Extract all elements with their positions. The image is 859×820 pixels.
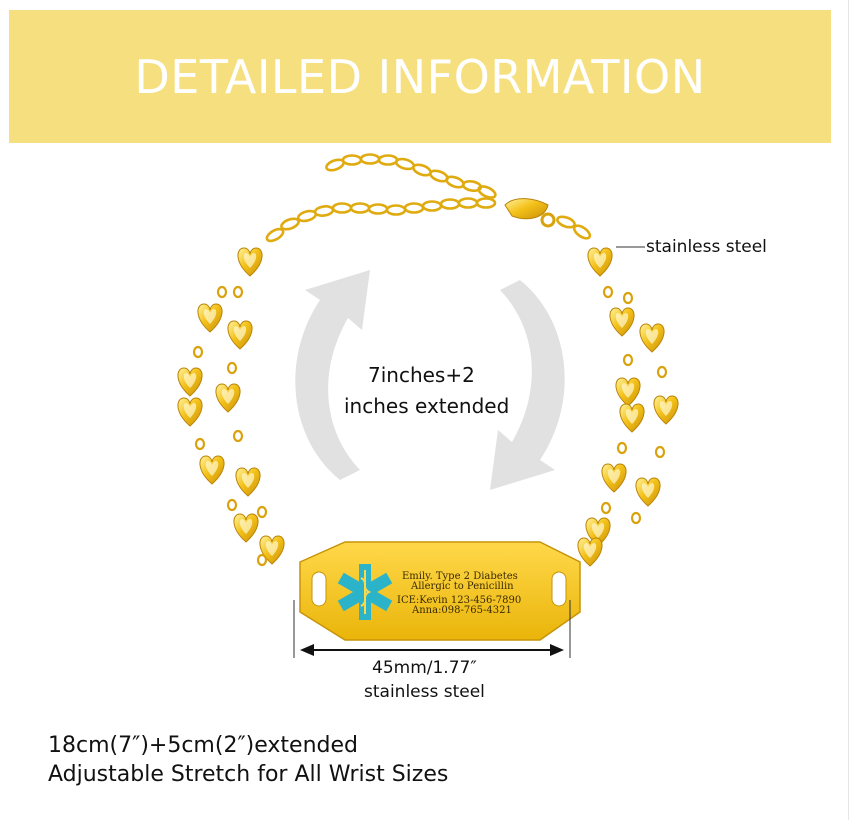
tag-width-label: 45mm/1.77″ [372, 658, 477, 678]
size-description: 18cm(7″)+5cm(2″)extended [48, 733, 358, 758]
tag-engraving-line2: Allergic to Penicillin [411, 581, 514, 592]
tag-engraving-line3: ICE:Kevin 123-456-7890 [397, 595, 522, 606]
tag-material-label: stainless steel [364, 682, 485, 702]
extension-chain [263, 153, 594, 245]
right-heart-strands [577, 247, 679, 567]
page-edge-divider [848, 0, 849, 820]
chain-material-label: stainless steel [646, 237, 767, 257]
banner-title: DETAILED INFORMATION [134, 49, 706, 104]
length-label-line2: inches extended [344, 394, 510, 418]
adjustable-arrows-icon [295, 270, 565, 490]
star-of-life-icon [337, 564, 393, 620]
header-banner: DETAILED INFORMATION [9, 10, 831, 143]
tag-engraving-line1: Emily. Type 2 Diabetes [402, 571, 518, 582]
fit-description: Adjustable Stretch for All Wrist Sizes [48, 762, 449, 787]
tag-engraving-line4: Anna:098-765-4321 [412, 605, 512, 616]
tag-width-dimension [293, 600, 571, 658]
length-label-line1: 7inches+2 [368, 363, 475, 387]
left-heart-strands [177, 247, 285, 567]
